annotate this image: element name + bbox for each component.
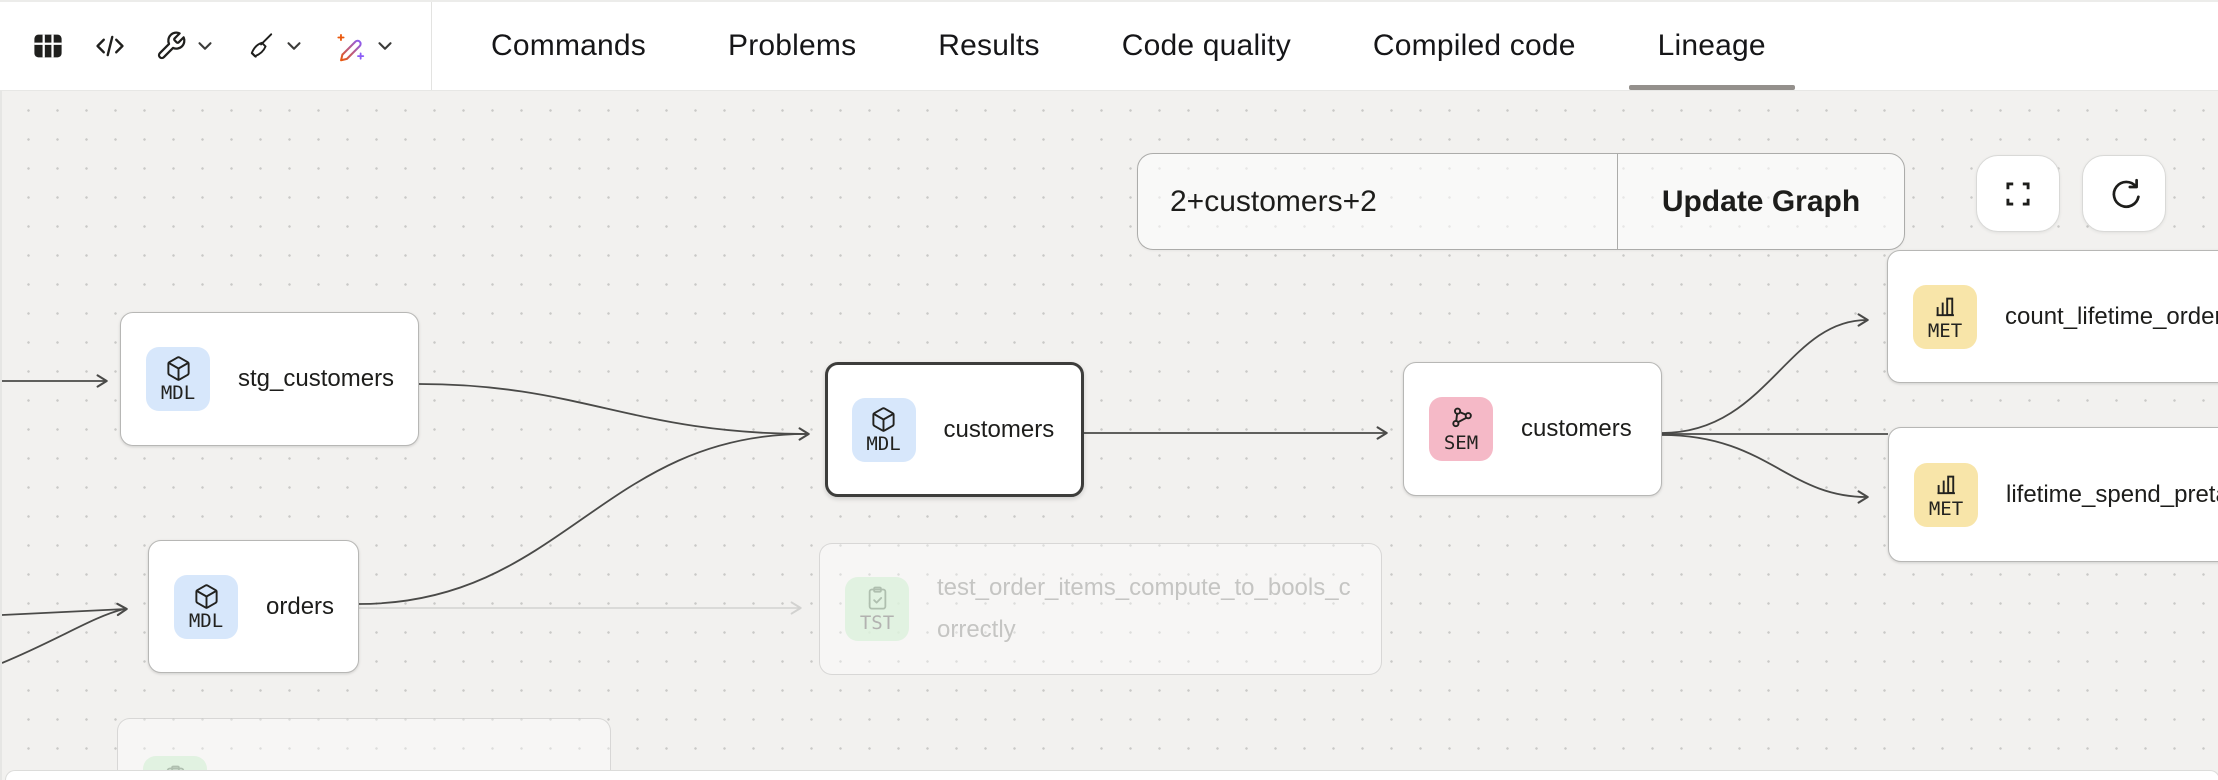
build-tools-button[interactable]: [146, 24, 225, 68]
chevron-down-icon: [198, 42, 212, 50]
lineage-selector: 2+customers+2 Update Graph: [1137, 153, 1905, 250]
tab-label: Lineage: [1657, 29, 1766, 62]
tab-code-quality[interactable]: Code quality: [1081, 2, 1332, 90]
node-badge-mdl: MDL: [851, 397, 916, 462]
wrench-icon: [157, 31, 186, 60]
lineage-node-count_lifetime_orders[interactable]: MET count_lifetime_orders: [1887, 250, 2218, 383]
node-badge-tst: TST: [845, 577, 909, 641]
clean-button[interactable]: [235, 24, 314, 68]
tab-label: Problems: [727, 29, 857, 62]
lineage-node-stg_customers[interactable]: MDL stg_customers: [120, 312, 419, 446]
lineage-node-orders[interactable]: MDL orders: [148, 540, 359, 673]
tab-results[interactable]: Results: [897, 2, 1080, 90]
tab-label: Commands: [491, 29, 646, 62]
lineage-edge: [2, 608, 125, 664]
tab-problems[interactable]: Problems: [687, 2, 897, 90]
lineage-node-test_order_items_compute_to_bools_correctly[interactable]: TST test_order_items_compute_to_bools_cor…: [819, 543, 1382, 675]
code-button[interactable]: [84, 23, 136, 69]
chevron-down-icon: [287, 42, 301, 50]
node-label: stg_customers: [238, 365, 395, 392]
refresh-button[interactable]: [2082, 155, 2166, 232]
toolbar-divider: [431, 2, 432, 90]
node-type-label: MDL: [188, 609, 224, 632]
tab-lineage[interactable]: Lineage: [1617, 2, 1807, 90]
lineage-edge: [418, 383, 810, 441]
node-badge-mdl: MDL: [174, 574, 238, 639]
tab-label: Results: [938, 29, 1040, 62]
tab-compiled-code[interactable]: Compiled code: [1332, 2, 1617, 90]
node-type-label: MET: [1927, 319, 1963, 342]
chevron-down-icon: [378, 42, 392, 50]
edge-layer: [2, 313, 1888, 664]
node-label: customers: [1521, 415, 1632, 442]
magic-pencil-icon: [337, 33, 365, 62]
tab-commands[interactable]: Commands: [450, 2, 687, 90]
update-graph-button[interactable]: Update Graph: [1661, 184, 1861, 218]
node-badge-met: MET: [1913, 284, 1977, 349]
tab-label: Compiled code: [1372, 29, 1576, 62]
node-type-label: TST: [859, 612, 895, 634]
node-label: lifetime_spend_pretax: [2006, 480, 2218, 508]
network-icon: [1448, 405, 1475, 432]
bottom-panel-edge[interactable]: [5, 770, 2218, 780]
top-toolbar: Commands Problems Results Code quality Compi…: [0, 0, 2218, 91]
lineage-node-lifetime_spend_pretax[interactable]: MET lifetime_spend_pretax: [1888, 427, 2218, 562]
bar-chart-icon: [1933, 471, 1960, 498]
cube-icon: [165, 355, 192, 382]
node-label: orders: [266, 592, 335, 620]
tab-bar: Commands Problems Results Code quality Compi…: [450, 2, 1807, 90]
node-badge-sem: SEM: [1429, 397, 1493, 461]
node-type-label: MDL: [866, 432, 901, 455]
table-icon: [34, 34, 62, 58]
cube-icon: [870, 406, 897, 433]
toolbar-icon-strip: [0, 2, 431, 90]
refresh-icon: [2112, 178, 2140, 208]
lineage-selector-input[interactable]: 2+customers+2: [1138, 154, 1618, 249]
node-type-label: MET: [1928, 497, 1964, 520]
ai-assist-button[interactable]: [324, 23, 405, 69]
node-badge-mdl: MDL: [146, 347, 210, 411]
lineage-edge: [2, 602, 128, 617]
fullscreen-icon: [2006, 181, 2030, 206]
lineage-edge: [1661, 434, 1869, 504]
lineage-edge: [358, 433, 807, 605]
node-label: count_lifetime_orders: [2005, 302, 2218, 330]
tab-label: Code quality: [1121, 29, 1291, 62]
lineage-edge: [1661, 313, 1869, 434]
table-button[interactable]: [22, 23, 74, 69]
node-label: test_order_items_compute_to_bools_correc…: [937, 574, 1351, 643]
node-label: customers: [943, 415, 1055, 443]
code-icon: [96, 35, 124, 57]
lineage-node-customers-semantic[interactable]: SEM customers: [1403, 362, 1662, 496]
node-badge-met: MET: [1914, 462, 1978, 527]
node-type-label: SEM: [1443, 432, 1479, 454]
cube-icon: [193, 583, 220, 610]
bar-chart-icon: [1932, 293, 1959, 320]
lineage-node-customers-model[interactable]: MDL customers: [825, 362, 1084, 497]
broom-icon: [250, 33, 273, 58]
clipboard-check-icon: [864, 585, 891, 612]
canvas-buttons: [1976, 155, 2166, 232]
node-type-label: MDL: [160, 382, 196, 404]
fullscreen-button[interactable]: [1976, 155, 2060, 232]
